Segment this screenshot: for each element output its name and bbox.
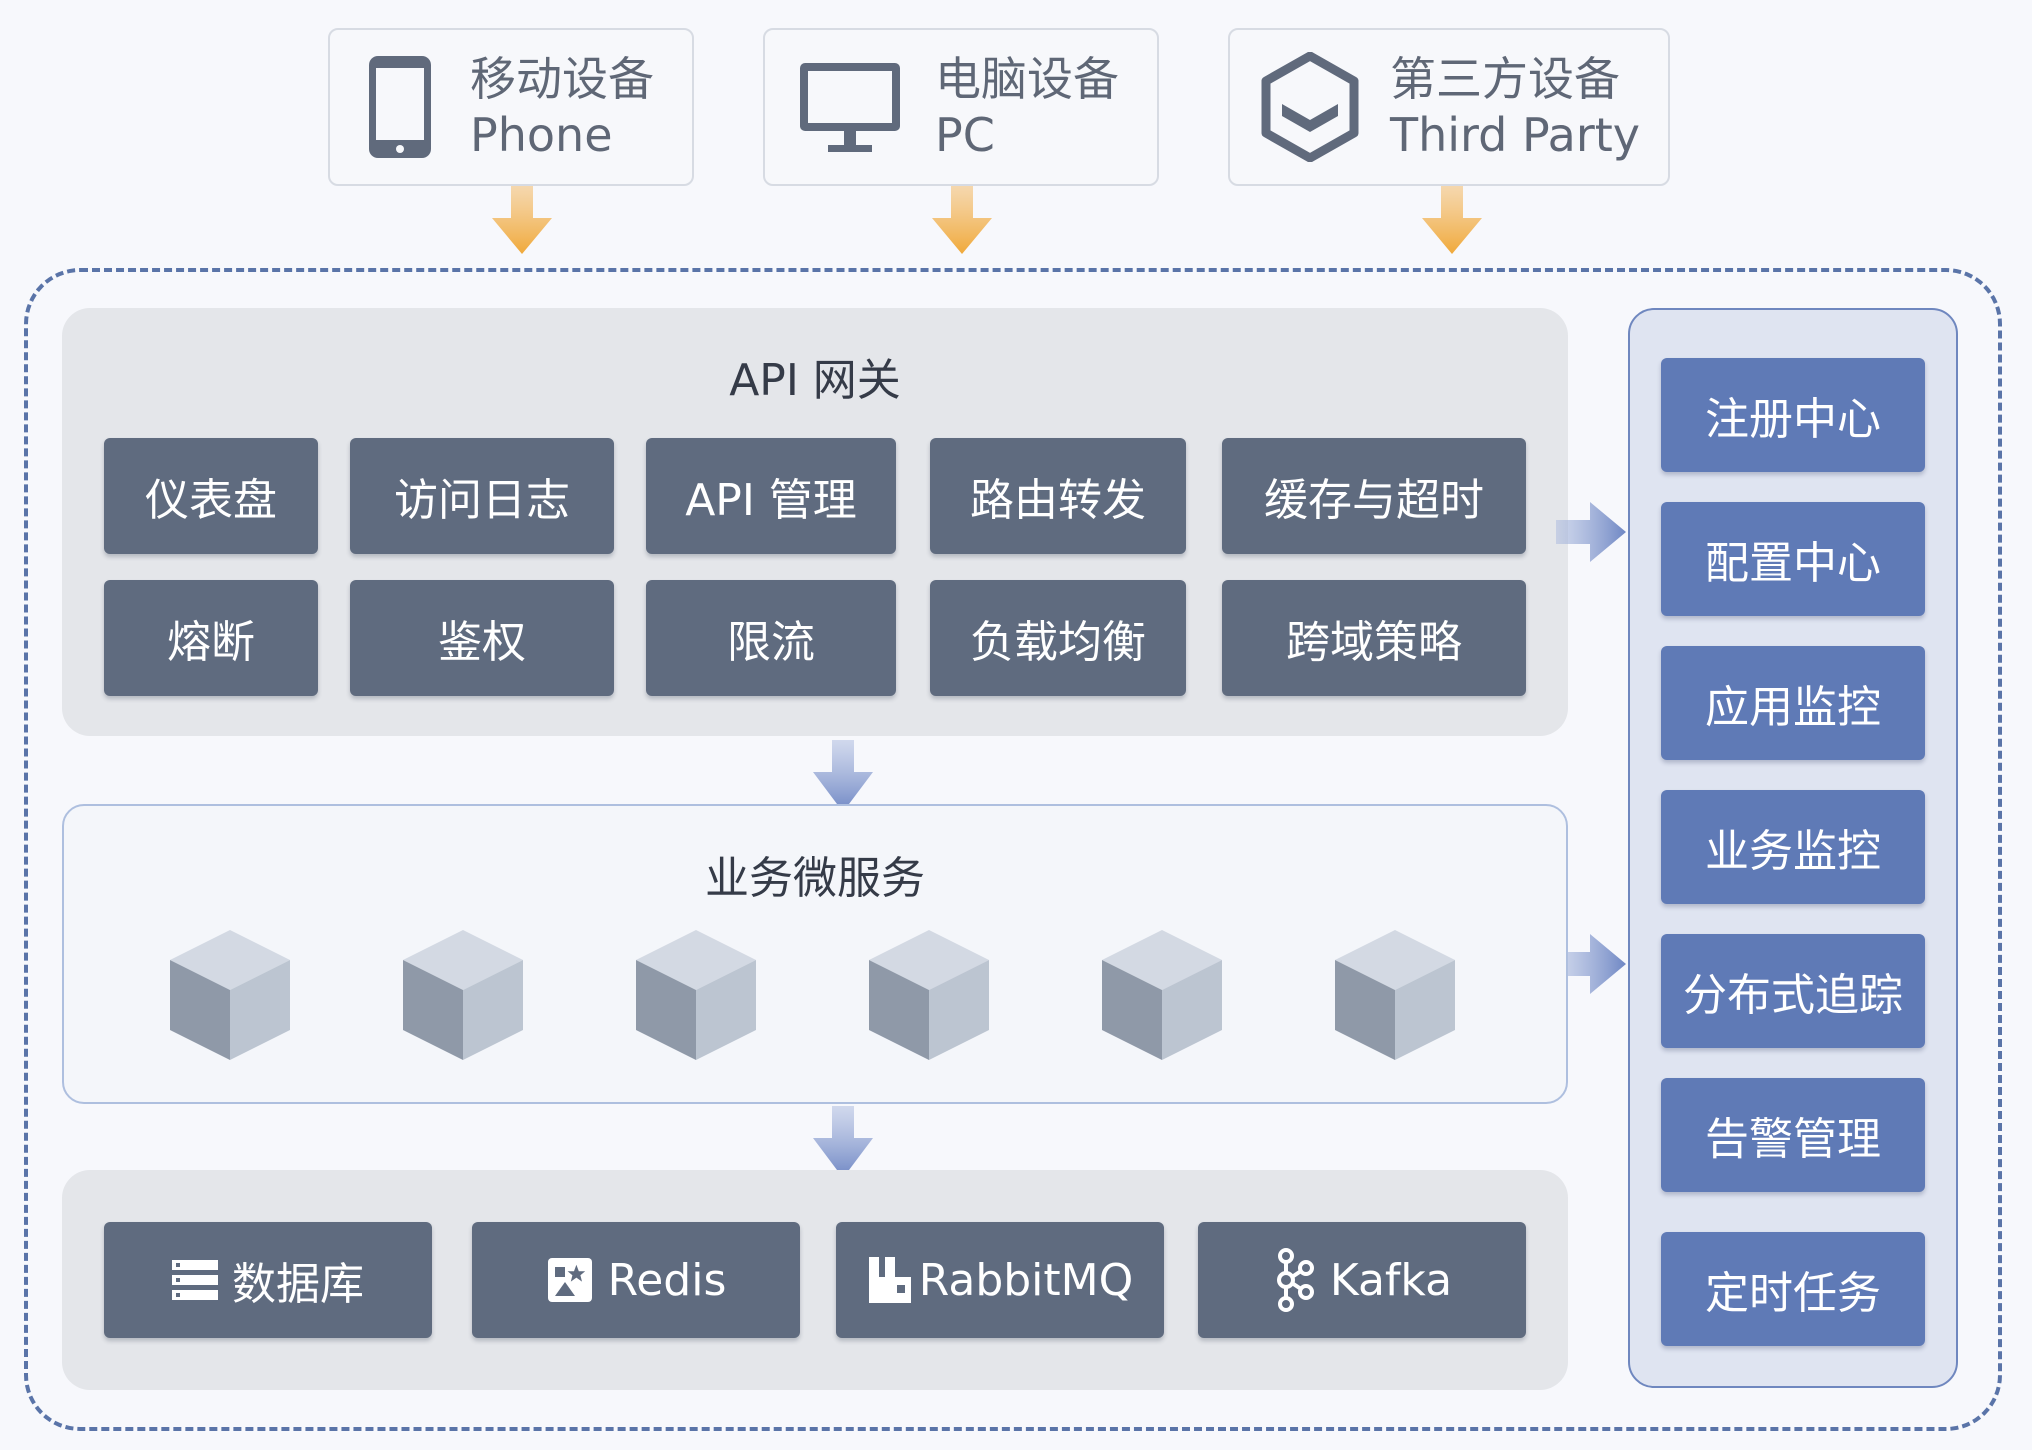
gateway-feature: 访问日志 xyxy=(350,438,614,554)
governance-item: 应用监控 xyxy=(1661,646,1925,760)
device-title: 第三方设备 xyxy=(1390,52,1620,106)
redis-icon xyxy=(546,1256,594,1304)
system-boundary xyxy=(24,268,2002,1431)
storage-label: RabbitMQ xyxy=(918,1254,1134,1306)
microservice-cube-icon xyxy=(1102,930,1222,1060)
device-subtitle: PC xyxy=(935,108,995,162)
arrow-down-icon xyxy=(1422,186,1482,254)
arrow-down-icon xyxy=(492,186,552,254)
device-subtitle: Phone xyxy=(470,108,613,162)
storage-item-database: 数据库 xyxy=(104,1222,432,1338)
gateway-title: API 网关 xyxy=(729,355,901,406)
microservice-cube-icon xyxy=(636,930,756,1060)
gateway-feature: 缓存与超时 xyxy=(1222,438,1526,554)
device-title: 移动设备 xyxy=(470,52,654,106)
governance-item: 业务监控 xyxy=(1661,790,1925,904)
gateway-feature: 仪表盘 xyxy=(104,438,318,554)
gateway-feature: 鉴权 xyxy=(350,580,614,696)
governance-item: 注册中心 xyxy=(1661,358,1925,472)
governance-item: 定时任务 xyxy=(1661,1232,1925,1346)
device-pc: 电脑设备 PC xyxy=(763,28,1159,186)
arrow-down-icon xyxy=(813,740,873,812)
phone-icon xyxy=(330,52,470,162)
governance-item: 分布式追踪 xyxy=(1661,934,1925,1048)
gateway-feature: 负载均衡 xyxy=(930,580,1186,696)
gateway-feature: API 管理 xyxy=(646,438,896,554)
device-third-party: 第三方设备 Third Party xyxy=(1228,28,1670,186)
microservice-cube-icon xyxy=(403,930,523,1060)
governance-item: 告警管理 xyxy=(1661,1078,1925,1192)
box-icon xyxy=(1230,52,1390,162)
storage-label: Kafka xyxy=(1329,1254,1453,1306)
microservices-panel: 业务微服务 xyxy=(62,804,1568,1104)
gateway-feature: 路由转发 xyxy=(930,438,1186,554)
storage-item-kafka: Kafka xyxy=(1198,1222,1526,1338)
storage-item-rabbitmq: RabbitMQ xyxy=(836,1222,1164,1338)
kafka-icon xyxy=(1272,1248,1316,1312)
gateway-feature: 限流 xyxy=(646,580,896,696)
arrow-right-icon xyxy=(1556,934,1626,994)
microservice-cubes xyxy=(170,930,1455,1060)
device-phone: 移动设备 Phone xyxy=(328,28,694,186)
storage-label: Redis xyxy=(607,1254,727,1306)
arrow-down-icon xyxy=(932,186,992,254)
rabbitmq-icon xyxy=(867,1255,913,1305)
microservice-cube-icon xyxy=(1335,930,1455,1060)
storage-label: 数据库 xyxy=(232,1259,364,1310)
device-arrows xyxy=(492,186,1482,254)
device-title: 电脑设备 xyxy=(935,52,1119,106)
storage-item-redis: Redis xyxy=(472,1222,800,1338)
arrow-right-icon xyxy=(1556,502,1626,562)
governance-item: 配置中心 xyxy=(1661,502,1925,616)
microservice-cube-icon xyxy=(869,930,989,1060)
gateway-feature: 跨域策略 xyxy=(1222,580,1526,696)
gateway-feature: 熔断 xyxy=(104,580,318,696)
monitor-icon xyxy=(765,57,935,157)
arrow-down-icon xyxy=(813,1106,873,1178)
device-subtitle: Third Party xyxy=(1390,108,1640,162)
microservices-title: 业务微服务 xyxy=(705,853,925,904)
database-icon xyxy=(172,1260,218,1300)
microservice-cube-icon xyxy=(170,930,290,1060)
